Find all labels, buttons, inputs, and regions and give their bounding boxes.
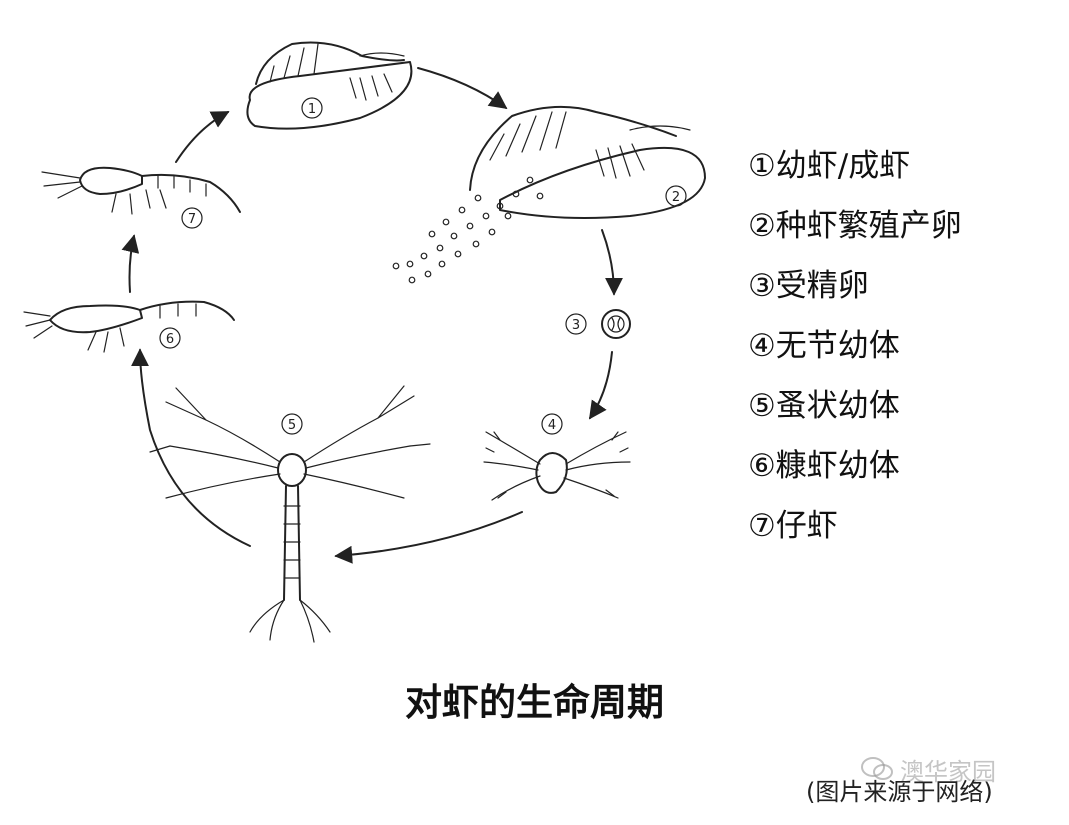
stage-4-marker: 4 (548, 418, 556, 433)
watermark-text: 澳华家园 (900, 758, 996, 786)
stage-6-mysis: 6 (23, 300, 235, 353)
legend-item: ⑦仔虾 (748, 508, 838, 544)
arrow-2-to-3 (601, 229, 623, 296)
eggs-cluster (392, 176, 544, 284)
stage-legend: ①幼虾/成虾 ②种虾繁殖产卵 ③受精卵 ④无节幼体 ⑤蚤状幼体 ⑥糠虾幼体 ⑦仔… (748, 136, 962, 556)
stage-1-adult-shrimp: 1 (246, 41, 413, 130)
stage-2-broodstock-shrimp: 2 (469, 105, 706, 219)
stage-1-marker: 1 (308, 102, 316, 117)
arrow-7-to-1 (175, 111, 230, 163)
life-cycle-diagram: 1 2 3 4 (23, 41, 706, 643)
wechat-watermark-icon (861, 757, 893, 780)
legend-item: ①幼虾/成虾 (748, 148, 911, 184)
stage-5-zoea: 5 (149, 385, 431, 643)
legend-item: ③受精卵 (748, 268, 869, 304)
stage-3-marker: 3 (572, 318, 580, 333)
stage-7-postlarva: 7 (41, 166, 241, 229)
stage-2-marker: 2 (672, 190, 680, 205)
image-source-note: (图片来源于网络) (806, 778, 993, 806)
legend-item: ④无节幼体 (748, 328, 900, 364)
arrow-3-to-4 (588, 351, 613, 420)
stage-6-marker: 6 (166, 332, 174, 347)
stage-3-fertilized-egg: 3 (565, 309, 631, 339)
arrow-6-to-7 (121, 234, 140, 293)
stage-4-nauplius: 4 (483, 413, 631, 501)
cycle-arrows (121, 67, 623, 564)
arrow-4-to-5 (334, 511, 523, 564)
legend-item: ②种虾繁殖产卵 (748, 208, 962, 244)
stage-5-marker: 5 (288, 418, 296, 433)
legend-item: ⑥糠虾幼体 (748, 448, 900, 484)
stage-7-marker: 7 (188, 212, 196, 227)
arrow-1-to-2 (417, 67, 508, 110)
page-title: 对虾的生命周期 (405, 681, 664, 724)
arrow-5-to-6 (131, 348, 251, 547)
legend-item: ⑤蚤状幼体 (748, 388, 900, 424)
